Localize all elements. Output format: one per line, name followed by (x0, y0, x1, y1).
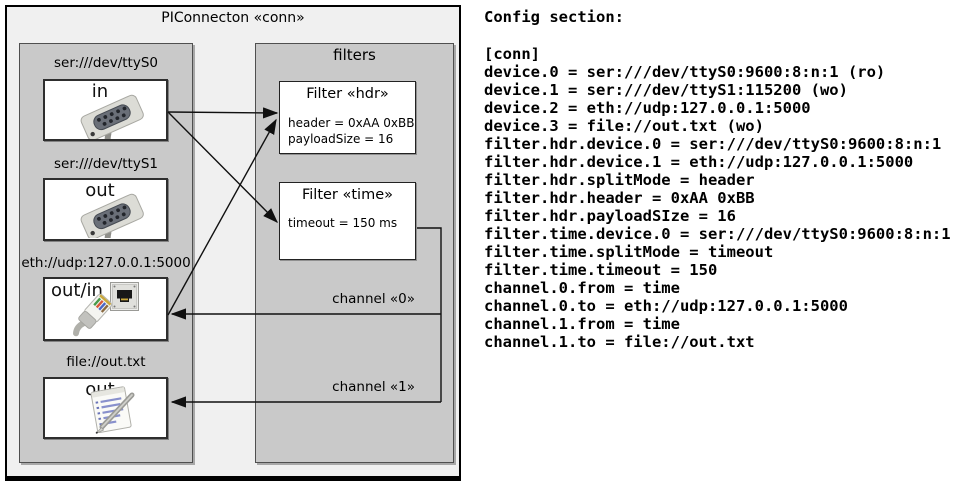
config-line: device.0 = ser:///dev/ttyS0:9600:8:n:1 (… (484, 63, 886, 81)
device-box-eth: out/in (43, 277, 168, 341)
device-direction: out/in (51, 280, 103, 301)
config-line: channel.0.to = eth://udp:127.0.0.1:5000 (484, 297, 848, 315)
config-heading: Config section: (484, 8, 624, 26)
config-line: filter.time.splitMode = timeout (484, 243, 774, 261)
ethernet-cable-icon (61, 288, 123, 344)
filter-property: timeout = 150 ms (288, 216, 398, 230)
device-label-eth: eth://udp:127.0.0.1:5000 (21, 255, 191, 271)
notepad-pen-icon (87, 384, 145, 438)
channel-1-label: channel «1» (332, 379, 415, 395)
config-line: filter.hdr.splitMode = header (484, 171, 755, 189)
config-line: [conn] (484, 45, 540, 63)
ethernet-port-icon (110, 282, 139, 315)
config-line: filter.hdr.device.1 = eth://udp:127.0.0.… (484, 153, 914, 171)
device-box-ser1: out (43, 178, 168, 249)
config-line: device.1 = ser:///dev/ttyS1:115200 (wo) (484, 81, 848, 99)
config-line: channel.1.to = file://out.txt (484, 333, 755, 351)
config-section: Config section: [conn] device.0 = ser://… (484, 8, 960, 351)
config-line: filter.hdr.header = 0xAA 0xBB (484, 189, 755, 207)
filter-title: Filter «hdr» (306, 86, 389, 102)
serial-connector-icon (71, 91, 151, 150)
config-line: filter.time.timeout = 150 (484, 261, 718, 279)
device-direction: in (91, 81, 109, 102)
filter-title: Filter «time» (301, 187, 394, 203)
filters-panel-title: filters (333, 46, 376, 64)
device-label-ser1: ser:///dev/ttyS1 (54, 156, 158, 172)
config-lines: [conn] device.0 = ser:///dev/ttyS0:9600:… (484, 45, 960, 351)
device-label-file: file://out.txt (66, 354, 146, 370)
config-line: filter.time.device.0 = ser:///dev/ttyS0:… (484, 225, 951, 243)
device-label-ser0: ser:///dev/ttyS0 (54, 55, 158, 71)
filter-property: header = 0xAA 0xBB (288, 116, 415, 130)
filter-properties: header = 0xAA 0xBB payloadSize = 16 (280, 115, 415, 147)
config-line: device.3 = file://out.txt (wo) (484, 117, 764, 135)
channel-0-label: channel «0» (332, 291, 415, 307)
filter-properties: timeout = 150 ms (280, 215, 415, 231)
config-line: filter.hdr.payloadSIze = 16 (484, 207, 736, 225)
config-line: filter.hdr.device.0 = ser:///dev/ttyS0:9… (484, 135, 942, 153)
device-box-file: out (43, 377, 168, 439)
serial-connector-icon (71, 190, 151, 249)
device-direction: out (85, 180, 115, 201)
filter-property: payloadSize = 16 (288, 132, 394, 146)
filter-box-hdr: Filter «hdr» header = 0xAA 0xBB payloadS… (279, 81, 416, 154)
config-line: channel.1.from = time (484, 315, 680, 333)
config-line: device.2 = eth://udp:127.0.0.1:5000 (484, 99, 811, 117)
connection-title: PIConnecton «conn» (161, 10, 305, 26)
device-box-ser0: in (43, 79, 168, 150)
filter-box-time: Filter «time» timeout = 150 ms (279, 182, 416, 260)
config-line: channel.0.from = time (484, 279, 680, 297)
